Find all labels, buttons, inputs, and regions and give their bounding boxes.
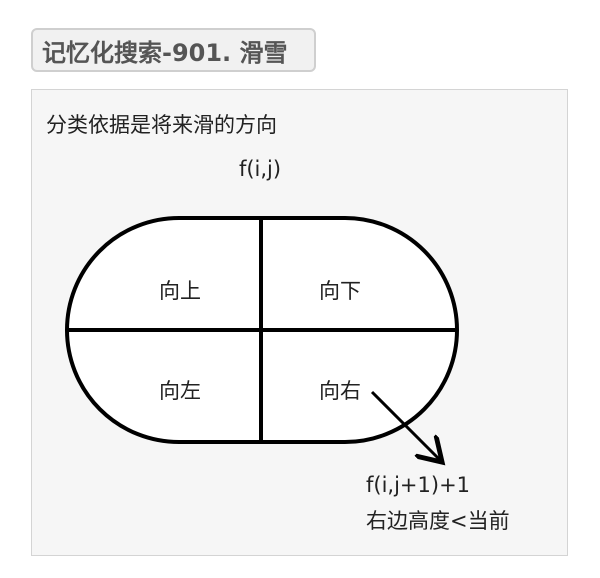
transition-condition: 右边高度<当前: [366, 509, 510, 533]
quadrant-left-label: 向左: [159, 379, 201, 403]
transition-expression: f(i,j+1)+1: [366, 473, 470, 497]
page-title: 记忆化搜索-901. 滑雪: [31, 28, 316, 72]
quadrant-down-label: 向下: [319, 279, 361, 303]
function-label: f(i,j): [239, 157, 281, 181]
quadrant-up-label: 向上: [159, 279, 201, 303]
diagram-note: 分类依据是将来滑的方向: [46, 113, 277, 137]
transition-arrow: [370, 390, 440, 460]
quadrant-right-label: 向右: [319, 379, 361, 403]
